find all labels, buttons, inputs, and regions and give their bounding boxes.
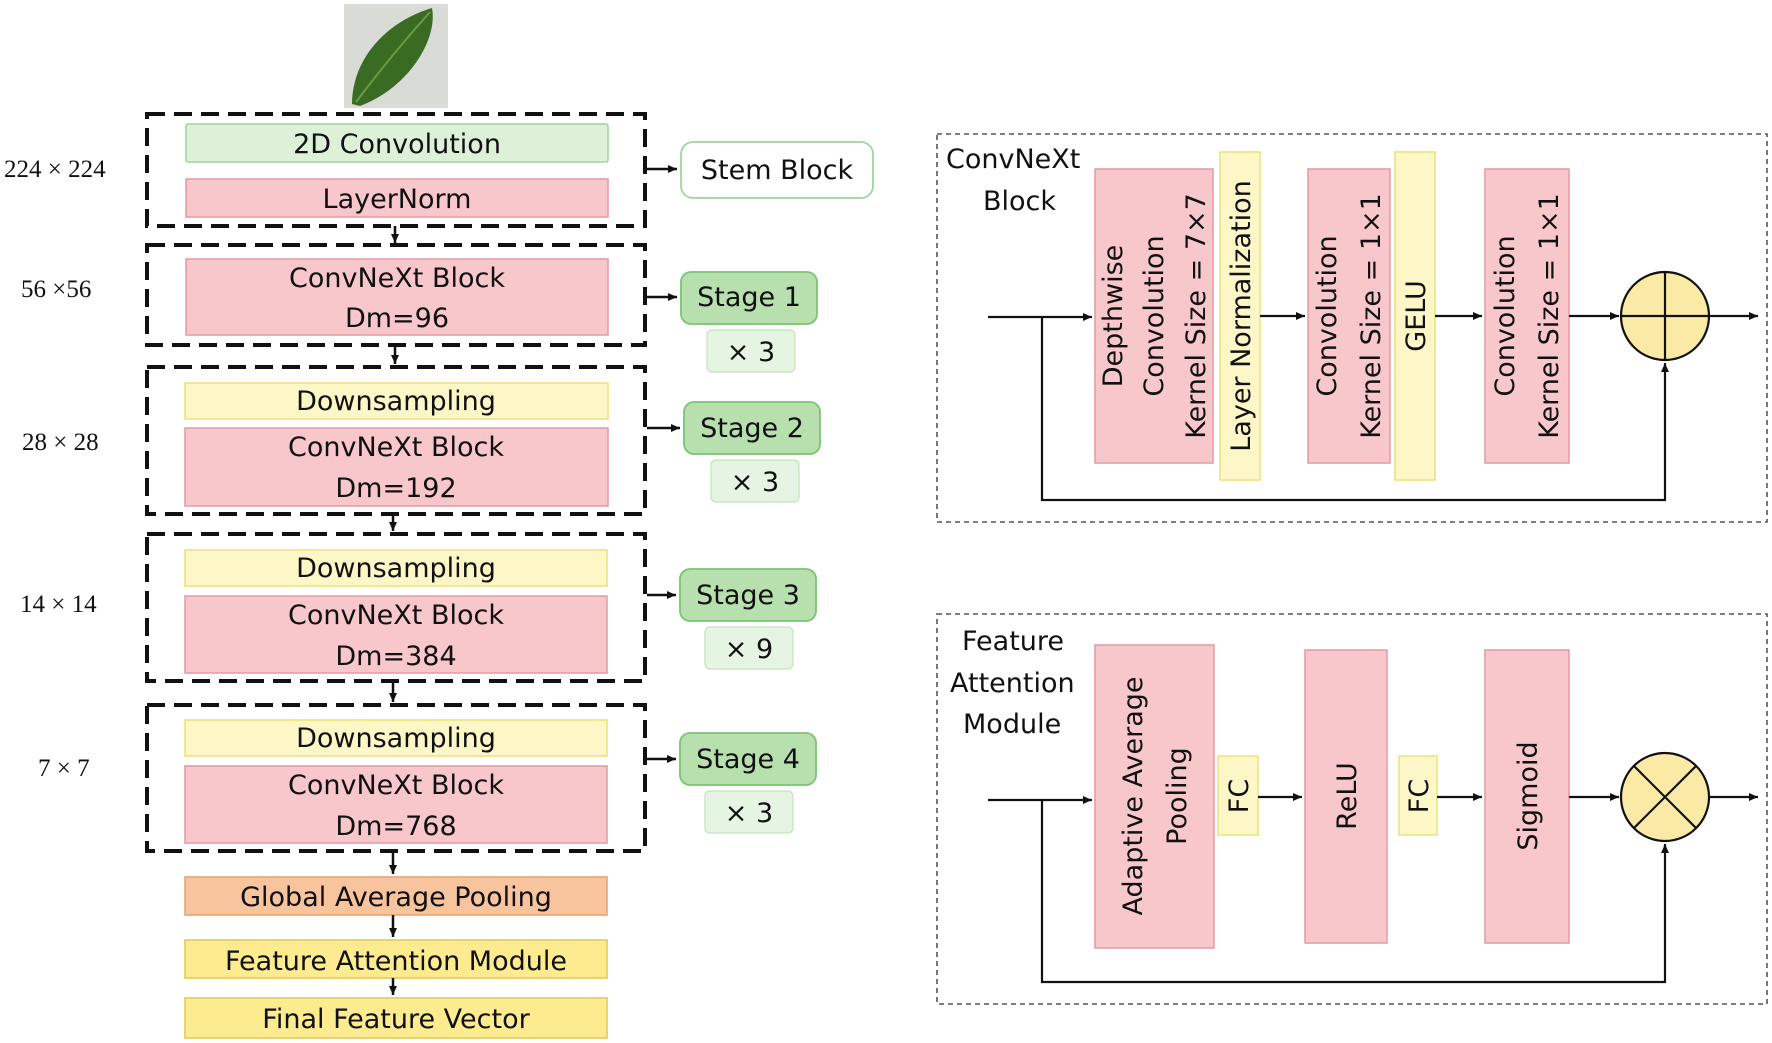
- conv1x1-a-box: [1307, 168, 1391, 464]
- fam-panel-frame: [936, 613, 1768, 1005]
- stage4-downsampling-label: Downsampling: [296, 723, 496, 754]
- ffv-box: [184, 997, 608, 1039]
- stage4-convnext-box: [184, 765, 608, 844]
- stage4-convnext-label: ConvNeXt Block: [288, 770, 504, 801]
- stem-block-frame: [145, 112, 647, 228]
- stem-block-tag: [680, 141, 874, 199]
- sigmoid-label: Sigmoid: [1513, 741, 1544, 850]
- stage1-dim-label: 56 ×56: [21, 276, 91, 303]
- conv1x1-b-label-1: Convolution: [1490, 235, 1521, 396]
- fc2-label: FC: [1404, 779, 1435, 813]
- stage3-dim-label: 14 × 14: [20, 591, 97, 618]
- stage2-frame: [145, 365, 647, 516]
- fam-panel-title-2: Attention: [950, 668, 1075, 699]
- stage3-tag-label: Stage 3: [696, 580, 800, 611]
- stage3-convnext-box: [184, 595, 608, 674]
- conv2d-label: 2D Convolution: [293, 129, 501, 160]
- gap-box: [184, 876, 608, 916]
- stage2-dm-label: Dm=192: [335, 473, 456, 504]
- stage2-convnext-label: ConvNeXt Block: [288, 432, 504, 463]
- stage2-convnext-box: [184, 427, 609, 507]
- leaf-image: [344, 4, 448, 108]
- stage1-repeat-box: [706, 329, 796, 373]
- layer-norm-box: [1219, 151, 1261, 481]
- layer-norm-label: Layer Normalization: [1226, 180, 1257, 452]
- stage2-tag-label: Stage 2: [700, 413, 804, 444]
- fc1-box: [1217, 755, 1259, 836]
- fc1-label: FC: [1224, 779, 1255, 813]
- fc2-box: [1398, 755, 1438, 836]
- add-circle-icon: [1619, 270, 1711, 362]
- relu-label: ReLU: [1332, 762, 1363, 830]
- multiply-circle-icon: [1619, 751, 1711, 843]
- gelu-box: [1394, 151, 1436, 481]
- depthwise-conv-label-1: Depthwise: [1098, 245, 1129, 388]
- stem-dim-label: 224 × 224: [4, 156, 106, 183]
- stage2-tag: [683, 401, 821, 455]
- stage2-downsampling-box: [184, 382, 609, 420]
- adaptive-avg-pool-label-2: Pooling: [1162, 747, 1193, 845]
- stem-block-tag-label: Stem Block: [701, 155, 854, 186]
- convnext-panel-title-2: Block: [983, 186, 1056, 217]
- depthwise-conv-box: [1094, 168, 1214, 464]
- stage2-repeat-box: [710, 459, 800, 503]
- sigmoid-box: [1484, 649, 1570, 944]
- conv2d-box: [185, 123, 609, 163]
- stage4-downsampling-box: [184, 719, 608, 757]
- fam-label: Feature Attention Module: [225, 946, 567, 977]
- stage1-tag-label: Stage 1: [697, 282, 801, 313]
- stage4-tag: [679, 732, 817, 786]
- stage1-convnext-label: ConvNeXt Block: [289, 263, 505, 294]
- relu-box: [1304, 649, 1388, 944]
- fam-panel-title-3: Module: [963, 709, 1061, 740]
- conv1x1-a-label-1: Convolution: [1312, 235, 1343, 396]
- depthwise-conv-label-2: Convolution: [1139, 235, 1170, 396]
- adaptive-avg-pool-label-1: Adaptive Average: [1118, 677, 1149, 916]
- layernorm-box: [185, 178, 609, 218]
- adaptive-avg-pool-box: [1094, 644, 1215, 949]
- stage2-dim-label: 28 × 28: [22, 429, 99, 456]
- stage3-dm-label: Dm=384: [335, 641, 456, 672]
- stage1-repeat-label: × 3: [727, 337, 775, 368]
- stage4-dm-label: Dm=768: [335, 811, 456, 842]
- stage1-tag: [680, 271, 818, 325]
- layernorm-label: LayerNorm: [323, 184, 472, 215]
- stage3-convnext-label: ConvNeXt Block: [288, 600, 504, 631]
- stage4-repeat-label: × 3: [725, 798, 773, 829]
- conv1x1-b-label-2: Kernel Size = 1×1: [1534, 193, 1565, 439]
- stage2-repeat-label: × 3: [731, 467, 779, 498]
- fam-box: [184, 939, 608, 979]
- conv1x1-a-label-2: Kernel Size = 1×1: [1356, 193, 1387, 439]
- gap-label: Global Average Pooling: [240, 882, 552, 913]
- stage1-convnext-box: [185, 258, 609, 336]
- fam-panel-title-1: Feature: [962, 626, 1064, 657]
- stage4-repeat-box: [704, 790, 794, 834]
- stage3-downsampling-box: [184, 549, 608, 587]
- stage2-downsampling-label: Downsampling: [296, 386, 496, 417]
- depthwise-conv-label-3: Kernel Size = 7×7: [1181, 193, 1212, 439]
- stage3-downsampling-label: Downsampling: [296, 553, 496, 584]
- convnext-panel-frame: [936, 133, 1768, 523]
- stage4-frame: [145, 703, 647, 853]
- stage4-dim-label: 7 × 7: [38, 755, 90, 782]
- ffv-label: Final Feature Vector: [262, 1004, 530, 1035]
- stage3-repeat-label: × 9: [725, 634, 773, 665]
- stage1-dm-label: Dm=96: [345, 303, 449, 334]
- conv1x1-b-box: [1484, 168, 1570, 464]
- stage4-tag-label: Stage 4: [696, 744, 800, 775]
- convnext-panel-title-1: ConvNeXt: [946, 144, 1080, 175]
- convnext-flow-arrows: [988, 312, 1758, 502]
- stage3-repeat-box: [704, 626, 794, 670]
- stage3-frame: [145, 532, 647, 683]
- fam-flow-arrows: [988, 793, 1758, 984]
- stage3-tag: [679, 568, 817, 622]
- gelu-label: GELU: [1401, 280, 1432, 351]
